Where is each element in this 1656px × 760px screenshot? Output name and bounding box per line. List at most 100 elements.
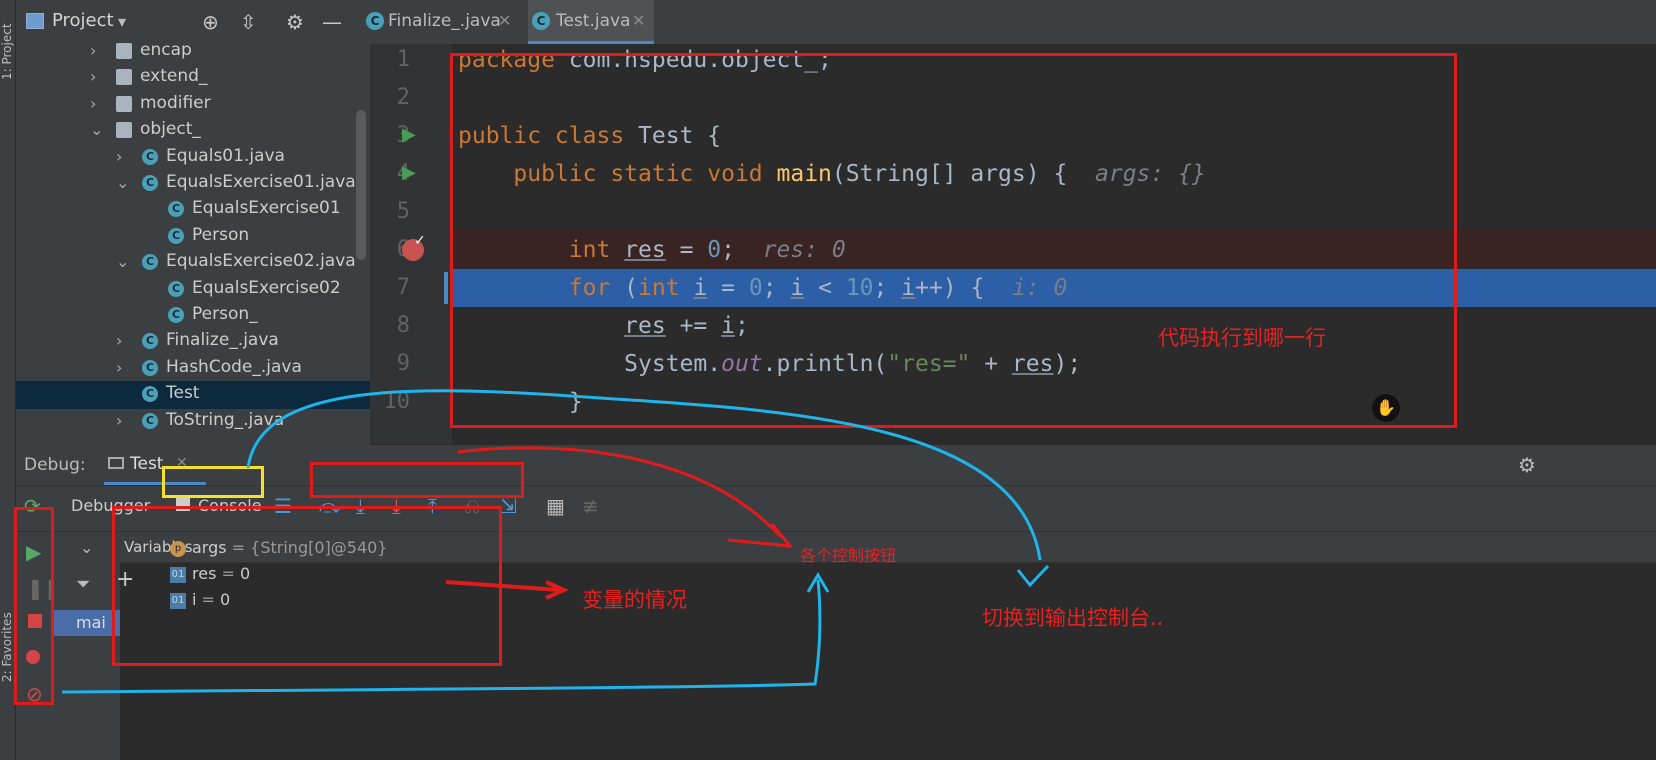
chevron-down-icon[interactable]: ⌄ xyxy=(116,173,130,192)
class-icon: C xyxy=(142,412,158,429)
gear-icon[interactable]: ⚙ xyxy=(1518,453,1536,477)
chevron-down-icon[interactable]: ⌄ xyxy=(90,120,104,140)
tree-item-label: Test xyxy=(166,383,200,404)
tab-console[interactable]: Console xyxy=(198,496,262,515)
tree-item[interactable]: › modifier xyxy=(16,91,370,119)
project-tool-button[interactable]: 1: Project xyxy=(0,23,14,80)
code-line-9: System.out.println("res=" + res); xyxy=(458,351,1082,377)
close-icon[interactable]: ✕ xyxy=(632,11,646,30)
tree-scrollbar[interactable] xyxy=(356,110,366,260)
code-line-6: int res = 0; res: 0 xyxy=(568,237,846,263)
frame-label: mai xyxy=(76,613,106,632)
chevron-down-icon[interactable]: ⌄ xyxy=(116,252,130,272)
run-icon[interactable]: ▶ xyxy=(402,124,416,145)
class-icon: C xyxy=(142,333,158,350)
parameter-icon: p xyxy=(170,540,186,557)
chevron-right-icon[interactable]: › xyxy=(90,93,97,113)
tab-label: Test.java xyxy=(556,11,631,31)
annotation-controls-box xyxy=(310,462,524,498)
resume-icon[interactable]: ▶ xyxy=(26,540,42,564)
editor-tab-bar: C Finalize_.java ✕ C Test.java ✕ xyxy=(366,0,1656,45)
session-label: Test xyxy=(130,454,164,474)
project-header: Project ▾ ⊕ ⇳ ⚙ — xyxy=(16,0,370,44)
tree-item-label: modifier xyxy=(140,92,211,113)
chevron-right-icon[interactable]: › xyxy=(116,410,123,430)
tree-item-label: EqualsExercise02.java xyxy=(166,251,356,272)
line-number: 8 xyxy=(396,313,410,338)
chevron-down-icon[interactable]: ▾ xyxy=(118,12,127,31)
debug-label: Debug: xyxy=(24,455,86,475)
project-panel: Project ▾ ⊕ ⇳ ⚙ — › encap › extend_ › modifie… xyxy=(16,0,370,445)
tree-item[interactable]: C EqualsExercise01 xyxy=(16,196,370,224)
frames-panel: ⌄ ⏷ mai xyxy=(54,532,121,760)
tree-item[interactable]: › encap xyxy=(16,38,370,66)
inline-hint-args: args: {} xyxy=(1095,161,1206,187)
class-icon: C xyxy=(142,254,158,271)
tab-finalize[interactable]: C Finalize_.java ✕ xyxy=(366,0,530,44)
run-icon[interactable]: ▶ xyxy=(402,162,416,183)
chevron-right-icon[interactable]: › xyxy=(116,357,123,377)
checkmark-icon: ✓ xyxy=(414,233,426,249)
annotation-controls: 各个控制按钮 xyxy=(800,546,897,565)
project-title[interactable]: Project xyxy=(52,10,114,31)
breakpoint-icon[interactable] xyxy=(402,239,424,261)
variable-value: 0 xyxy=(239,564,251,583)
tree-item-label: Equals01.java xyxy=(166,145,285,166)
class-icon: C xyxy=(142,386,158,403)
code-line-4: public static void main(String[] args) {… xyxy=(513,161,1206,187)
tree-item-label: extend_ xyxy=(140,66,208,87)
chevron-right-icon[interactable]: › xyxy=(116,331,123,351)
inline-hint-res: res: 0 xyxy=(762,237,846,263)
close-icon[interactable]: ✕ xyxy=(176,455,188,471)
chevron-right-icon[interactable]: › xyxy=(116,146,123,166)
tree-item-label: encap xyxy=(140,40,192,60)
tree-item-label: Finalize_.java xyxy=(166,330,279,351)
class-icon: C xyxy=(532,12,550,30)
favorites-tool-button[interactable]: 2: Favorites xyxy=(0,612,14,682)
variable-name: args xyxy=(192,538,227,557)
tree-item-label: HashCode_.java xyxy=(166,356,302,377)
tree-item[interactable]: C Test xyxy=(16,381,370,410)
tree-item[interactable]: › extend_ xyxy=(16,64,370,92)
chevron-right-icon[interactable]: › xyxy=(90,41,97,60)
equals-sign: = xyxy=(216,564,240,583)
chevron-down-icon[interactable]: ⌄ xyxy=(80,538,94,557)
annotation-variables: 变量的情况 xyxy=(582,588,687,612)
frame-item-main[interactable]: mai xyxy=(54,610,120,636)
tree-item[interactable]: ⌄ C EqualsExercise02.java xyxy=(16,249,370,277)
close-icon[interactable]: ✕ xyxy=(498,11,512,30)
collapse-all-icon[interactable]: ⇳ xyxy=(240,10,257,34)
mute-breakpoints-icon[interactable]: ⊘ xyxy=(26,682,43,706)
evaluate-icon[interactable]: ▦ xyxy=(546,494,565,518)
class-icon: C xyxy=(168,280,184,297)
view-breakpoints-icon[interactable] xyxy=(26,650,40,664)
annotation-code-line: 代码执行到哪一行 xyxy=(1158,326,1326,350)
gear-icon[interactable]: ⚙ xyxy=(286,10,304,34)
locate-icon[interactable]: ⊕ xyxy=(202,10,219,34)
debug-session-tab[interactable]: Test ✕ xyxy=(104,445,206,485)
stop-icon[interactable] xyxy=(28,614,42,628)
tree-item[interactable]: › C Finalize_.java xyxy=(16,328,370,356)
tree-item-label: EqualsExercise01 xyxy=(192,198,341,219)
annotation-variables-box xyxy=(112,506,502,666)
rerun-icon[interactable]: ⟳ xyxy=(24,494,41,518)
tab-debugger[interactable]: Debugger xyxy=(71,496,151,515)
code-editor[interactable]: 12345678910 ▶ ▶ ✓ package com.hspedu.obj… xyxy=(370,44,1656,444)
tab-test[interactable]: C Test.java ✕ xyxy=(528,0,654,44)
class-icon: C xyxy=(366,12,384,30)
folder-icon xyxy=(116,43,132,59)
tree-item[interactable]: ⌄object_ xyxy=(16,117,370,145)
class-icon: C xyxy=(168,201,184,218)
filter-icon[interactable]: ⏷ xyxy=(76,574,91,595)
chevron-right-icon[interactable]: › xyxy=(90,67,97,87)
trace-icon[interactable]: ≢ xyxy=(582,494,599,518)
minimize-icon[interactable]: — xyxy=(322,10,342,34)
